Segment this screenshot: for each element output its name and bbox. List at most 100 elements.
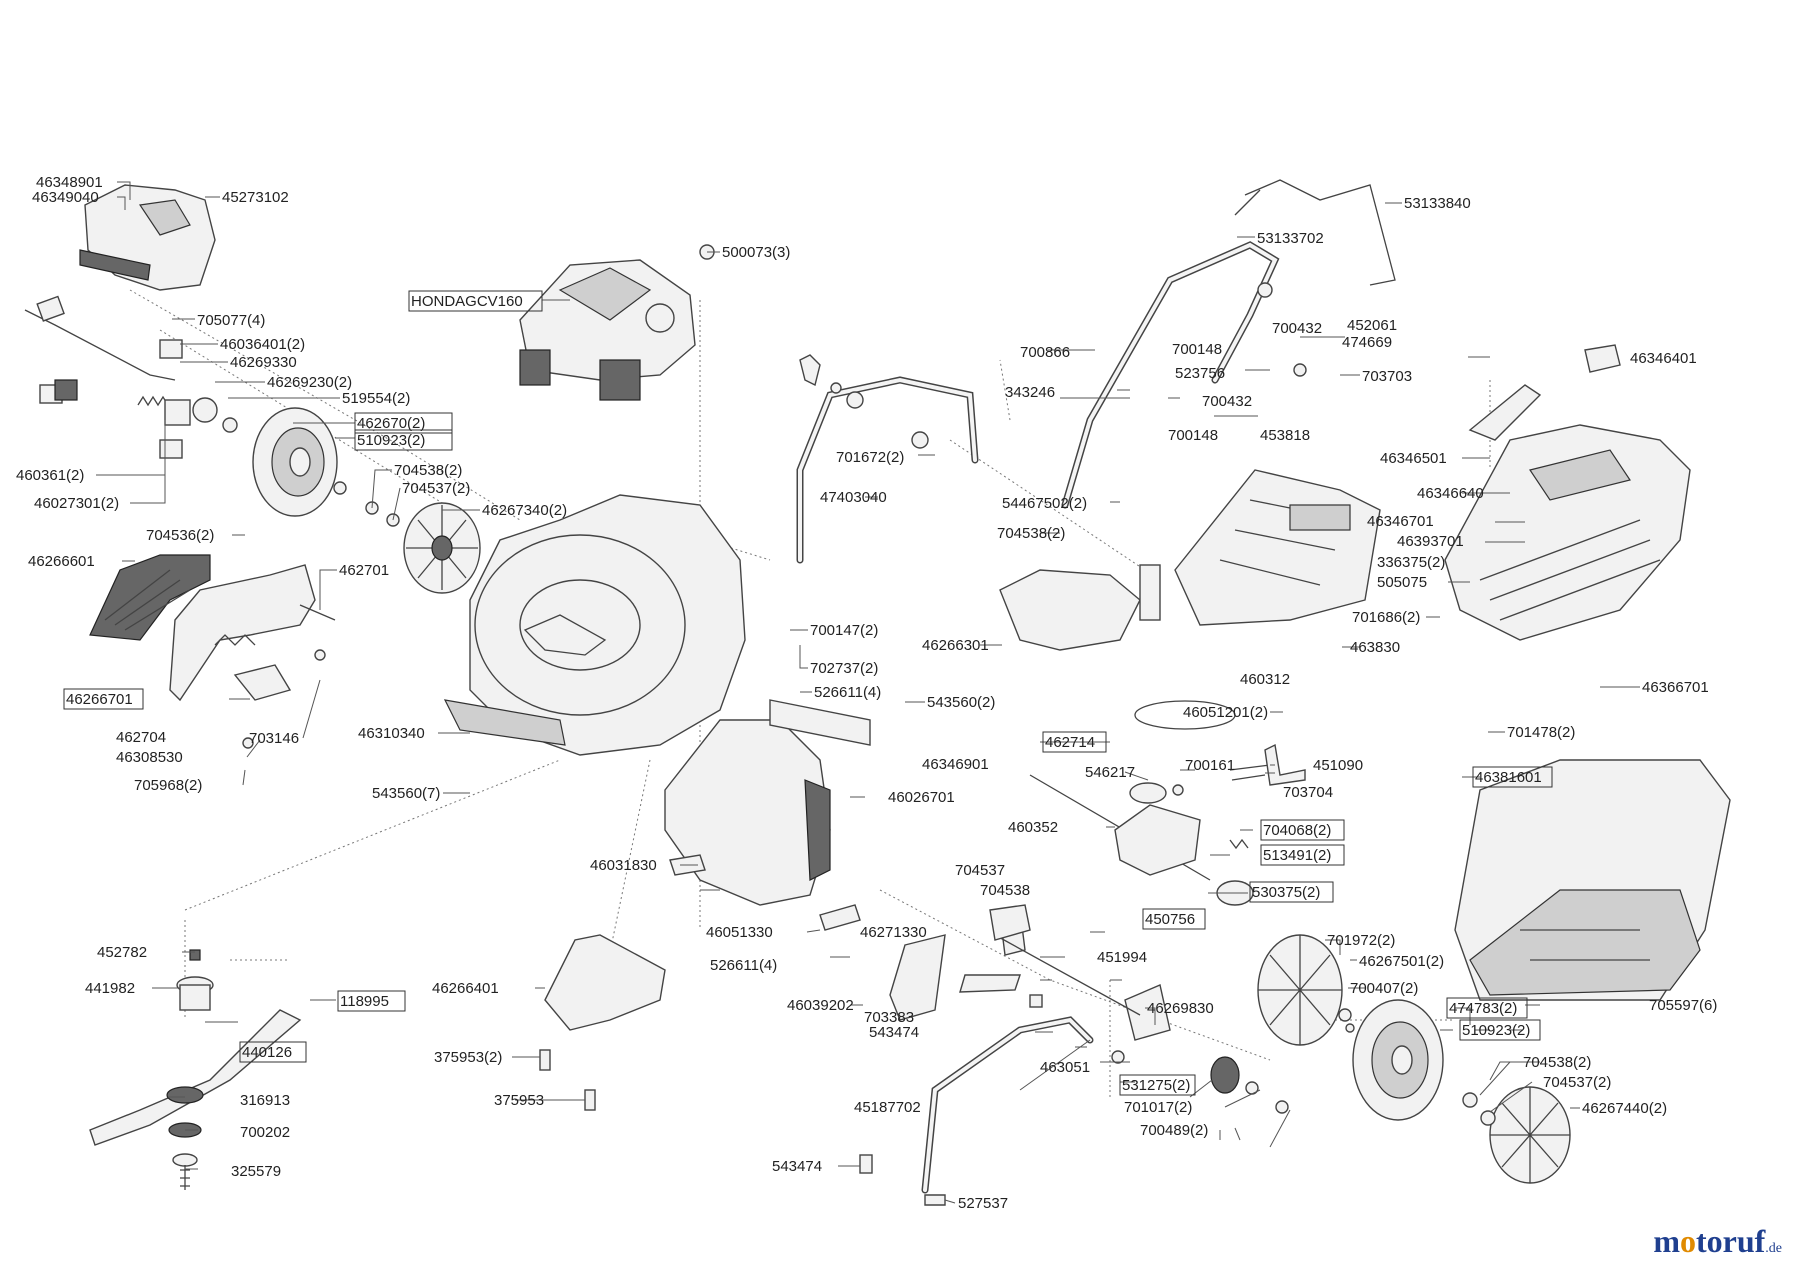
part-label: 526611(4) (814, 684, 881, 701)
part-label: 46031830 (590, 857, 657, 874)
rear-center-hubcap (1257, 934, 1343, 1046)
part-label: 700148 (1168, 427, 1218, 444)
part-label: 46267340(2) (482, 502, 567, 519)
part-label: 47403040 (820, 489, 887, 506)
part-label: 701017(2) (1124, 1099, 1192, 1116)
blade-assembly (89, 949, 302, 1190)
part-label: 704538(2) (1523, 1054, 1591, 1071)
part-label: 474669 (1342, 334, 1392, 351)
part-label: 527537 (958, 1195, 1008, 1212)
part-label: 46051201(2) (1183, 704, 1268, 721)
part-label-box (239, 1041, 307, 1063)
rear-chute (664, 699, 871, 906)
part-label: 375953 (494, 1092, 544, 1109)
part-label: 440126 (242, 1044, 292, 1061)
part-label: 46346501 (1380, 450, 1447, 467)
part-label: 53133840 (1404, 195, 1471, 212)
part-label: 46346701 (1367, 513, 1434, 530)
logo-text-post: toruf (1695, 1223, 1766, 1259)
part-label-box (1249, 881, 1334, 903)
part-label: 46393701 (1397, 533, 1464, 550)
part-label: 118995 (340, 993, 389, 1010)
part-label: 701478(2) (1507, 724, 1575, 741)
part-label: 452061 (1347, 317, 1397, 334)
part-label: 462714 (1045, 734, 1095, 751)
part-label: 462670(2) (357, 415, 425, 432)
part-label: 704537(2) (1543, 1074, 1611, 1091)
part-label: 701672(2) (836, 449, 904, 466)
part-label: 451090 (1313, 757, 1363, 774)
part-label: 460312 (1240, 671, 1290, 688)
grass-box-cover (1444, 344, 1691, 641)
part-label: 46346401 (1630, 350, 1697, 367)
part-label: 54467502(2) (1002, 495, 1087, 512)
part-label-box (63, 688, 144, 710)
grass-box (1454, 759, 1731, 1001)
part-number-labels: 46348901 46349040 45273102 500073(3) HON… (16, 174, 1717, 1212)
part-label: 531275(2) (1122, 1077, 1190, 1094)
part-label: 526611(4) (710, 957, 777, 974)
part-label: 46051330 (706, 924, 773, 941)
part-label: 46036401(2) (220, 336, 305, 353)
part-label: 703383 (864, 1009, 914, 1026)
part-label: 460352 (1008, 819, 1058, 836)
part-label: 46039202 (787, 997, 854, 1014)
part-label: 336375(2) (1377, 554, 1445, 571)
part-label: 463051 (1040, 1059, 1090, 1076)
logo-text-o: o (1679, 1223, 1696, 1259)
part-label: 700407(2) (1350, 980, 1418, 997)
part-label: 46349040 (32, 189, 99, 206)
mower-deck (443, 494, 746, 756)
part-label: 704537 (955, 862, 1005, 879)
rear-right-hubcap (1462, 1086, 1571, 1184)
part-label: 46346901 (922, 756, 989, 773)
part-label: 46366701 (1642, 679, 1709, 696)
bracket-451090 (1264, 743, 1306, 786)
side-discharge-flap (89, 554, 211, 641)
control-panel (999, 564, 1161, 651)
part-label: 375953(2) (434, 1049, 502, 1066)
part-label: 453818 (1260, 427, 1310, 444)
part-label: 701686(2) (1352, 609, 1420, 626)
part-label: 452782 (97, 944, 147, 961)
part-label: 705968(2) (134, 777, 202, 794)
rear-flap-46266401 (539, 934, 666, 1111)
part-label: 700147(2) (810, 622, 878, 639)
front-left-wheel (252, 407, 400, 527)
part-label: 46271330 (860, 924, 927, 941)
part-label: 45187702 (854, 1099, 921, 1116)
part-label: 705077(4) (197, 312, 265, 329)
part-label: 704068(2) (1263, 822, 1331, 839)
part-label: 700202 (240, 1124, 290, 1141)
part-label: HONDAGCV160 (411, 293, 523, 310)
front-left-hubcap (403, 502, 481, 594)
logo-text-pre: m (1653, 1223, 1680, 1259)
leader-lines (96, 181, 1640, 1204)
part-label-box (1260, 844, 1345, 866)
part-label: 46267440(2) (1582, 1100, 1667, 1117)
part-label: 510923(2) (1462, 1022, 1530, 1039)
part-label: 46266401 (432, 980, 499, 997)
part-label: 474783(2) (1449, 1000, 1517, 1017)
part-label: 705597(6) (1649, 997, 1717, 1014)
part-label: 462704 (116, 729, 166, 746)
part-label: 46269830 (1147, 1000, 1214, 1017)
part-label: 46267501(2) (1359, 953, 1444, 970)
drive-pinion (1210, 1056, 1289, 1114)
part-label: 700161 (1185, 757, 1235, 774)
side-discharge-chute (169, 564, 336, 749)
part-label: 700432 (1202, 393, 1252, 410)
part-label: 451994 (1097, 949, 1147, 966)
part-label: 543560(2) (927, 694, 995, 711)
part-label: 46308530 (116, 749, 183, 766)
part-label: 46026701 (888, 789, 955, 806)
part-label: 46266601 (28, 553, 95, 570)
part-label-box (1446, 997, 1528, 1019)
part-label-box (1142, 908, 1206, 930)
part-label: 46348901 (36, 174, 103, 191)
part-label: 53133702 (1257, 230, 1324, 247)
part-label: 703703 (1362, 368, 1412, 385)
part-label: 703704 (1283, 784, 1333, 801)
part-label: 460361(2) (16, 467, 84, 484)
